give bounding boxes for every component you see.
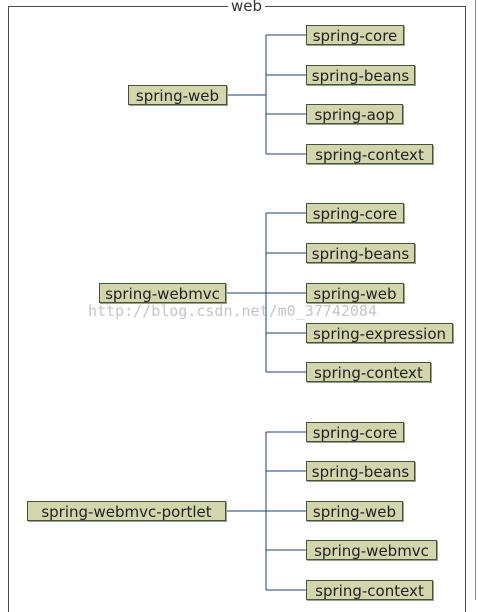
group-2-connectors xyxy=(226,212,306,373)
diagram-frame: web xyxy=(8,0,466,612)
dependency-box-spring-beans: spring-beans xyxy=(306,461,415,481)
dependency-box-spring-core: spring-core xyxy=(306,203,404,223)
dependency-box-spring-beans: spring-beans xyxy=(306,65,415,85)
dependency-box-spring-web: spring-web xyxy=(306,501,403,521)
module-box-spring-webmvc-portlet: spring-webmvc-portlet xyxy=(27,501,226,521)
module-box-spring-webmvc: spring-webmvc xyxy=(99,283,226,303)
dependency-box-spring-aop: spring-aop xyxy=(306,104,403,124)
dependency-box-spring-context: spring-context xyxy=(306,144,433,164)
dependency-box-spring-context: spring-context xyxy=(306,362,431,382)
dependency-box-spring-core: spring-core xyxy=(306,25,404,45)
dependency-box-spring-beans: spring-beans xyxy=(306,243,415,263)
dependency-box-spring-core: spring-core xyxy=(306,422,404,442)
outer-border-line xyxy=(475,0,476,600)
frame-title: web xyxy=(228,0,266,14)
dependency-box-spring-web: spring-web xyxy=(306,283,404,303)
dependency-box-spring-expression: spring-expression xyxy=(306,323,453,343)
dependency-box-spring-webmvc: spring-webmvc xyxy=(306,540,437,560)
dependency-box-spring-context: spring-context xyxy=(306,580,433,600)
group-3-connectors xyxy=(226,431,306,591)
group-1-connectors xyxy=(227,34,306,155)
module-box-spring-web: spring-web xyxy=(128,85,227,105)
